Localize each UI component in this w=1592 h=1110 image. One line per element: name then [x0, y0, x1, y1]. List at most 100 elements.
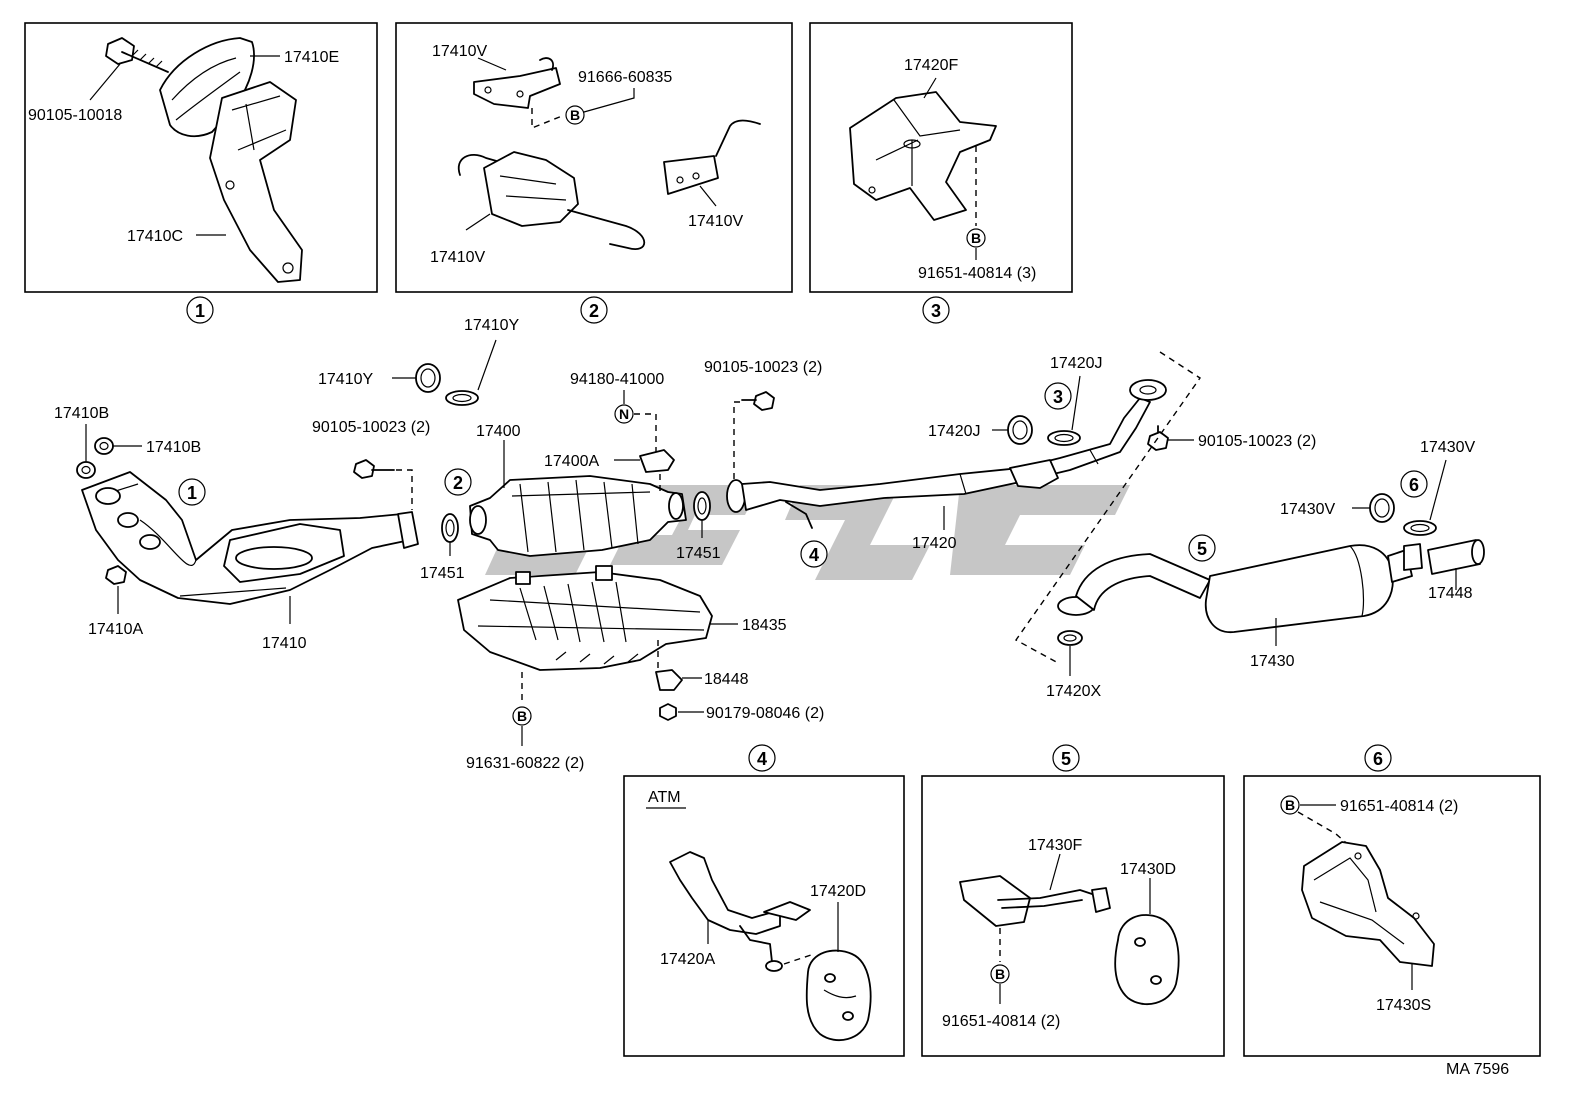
- label-17420J-b: 17420J: [1050, 355, 1103, 372]
- circle-b-box3: B: [966, 228, 986, 248]
- label-17410C: 17410C: [127, 228, 183, 245]
- heat-insulator-17430S: [1301, 841, 1435, 967]
- label-17410V-right: 17410V: [688, 213, 743, 230]
- gasket-17410B-b: [94, 437, 114, 455]
- figure-code: MA 7596: [1446, 1061, 1509, 1078]
- label-17410: 17410: [262, 635, 307, 652]
- gasket-17430V-b: [1403, 520, 1437, 536]
- label-17430V-a: 17430V: [1280, 501, 1335, 518]
- ref-circle-3: 3: [922, 296, 950, 324]
- gasket-17410Y-b: [445, 390, 479, 406]
- gasket-17451-a: [441, 513, 459, 543]
- center-pipe-17420: [726, 379, 1167, 529]
- label-17420: 17420: [912, 535, 957, 552]
- label-17420F: 17420F: [904, 57, 958, 74]
- label-91651-40814-box5: 91651-40814 (2): [942, 1013, 1060, 1030]
- detail-box-2: 17410V B 91666-60835 17410V 17410V: [395, 22, 793, 293]
- svg-text:2: 2: [589, 301, 599, 321]
- bolt-90105-10023-a: [353, 459, 395, 479]
- label-17430: 17430: [1250, 653, 1295, 670]
- label-17430V-b: 17430V: [1420, 439, 1475, 456]
- hanger-17410V-bottom: [457, 151, 646, 250]
- label-17400A: 17400A: [544, 453, 599, 470]
- ref-circle-1-main: 1: [178, 478, 206, 506]
- tail-pipe-muffler-17430: [1057, 543, 1423, 633]
- ref-circle-6-main: 6: [1400, 470, 1428, 498]
- label-17410Y-a: 17410Y: [318, 371, 373, 388]
- rubber-mount-17430D: [1114, 914, 1180, 1006]
- label-18435: 18435: [742, 617, 787, 634]
- label-17420X: 17420X: [1046, 683, 1101, 700]
- heat-insulator-18435: [457, 565, 713, 671]
- clamp-18448: [655, 669, 683, 691]
- ref-circle-4: 4: [748, 744, 776, 772]
- gasket-17420X: [1057, 630, 1083, 646]
- label-17410B-b: 17410B: [146, 439, 201, 456]
- svg-text:1: 1: [187, 483, 197, 503]
- label-91651-40814-3: 91651-40814 (3): [918, 265, 1036, 282]
- svg-text:6: 6: [1409, 475, 1419, 495]
- svg-text:3: 3: [1053, 387, 1063, 407]
- bracket-17410C: [209, 81, 303, 283]
- label-17410V-bottom: 17410V: [430, 249, 485, 266]
- rubber-mount-17420D: [805, 949, 872, 1042]
- label-17410A: 17410A: [88, 621, 143, 638]
- label-91651-40814-box6: 91651-40814 (2): [1340, 798, 1458, 815]
- label-atm: ATM: [648, 789, 681, 806]
- label-91631-60822: 91631-60822 (2): [466, 755, 584, 772]
- svg-text:4: 4: [757, 749, 767, 769]
- label-18448: 18448: [704, 671, 749, 688]
- hanger-17430F: [959, 875, 1111, 927]
- circle-b-box5: B: [990, 964, 1010, 984]
- label-17451-b: 17451: [676, 545, 721, 562]
- svg-text:1: 1: [195, 301, 205, 321]
- gasket-17451-b: [693, 491, 711, 521]
- label-17430F: 17430F: [1028, 837, 1082, 854]
- tail-pipe-17448: [1427, 539, 1485, 575]
- nut-90179-08046: [659, 703, 677, 721]
- detail-box-5: B 91651-40814 (2) 17430F 17430D: [921, 775, 1225, 1057]
- svg-text:3: 3: [931, 301, 941, 321]
- label-17410B-a: 17410B: [54, 405, 109, 422]
- label-17400: 17400: [476, 423, 521, 440]
- front-pipe-17410: [81, 471, 419, 605]
- circle-b-box6: B: [1280, 795, 1300, 815]
- gasket-17430V-a: [1369, 493, 1395, 523]
- label-17410Y-b: 17410Y: [464, 317, 519, 334]
- heat-shield-clip-17400A: [639, 449, 675, 473]
- label-17420D: 17420D: [810, 883, 866, 900]
- gasket-17420J-a: [1007, 415, 1033, 445]
- detail-box-6: B 91651-40814 (2) 17430S: [1243, 775, 1541, 1057]
- bolt-90105-10018: [105, 37, 169, 73]
- circle-n: N: [614, 404, 634, 424]
- label-17430S: 17430S: [1376, 997, 1431, 1014]
- bolt-90105-10023-b: [741, 391, 775, 411]
- bracket-cover-17410E: [159, 37, 255, 138]
- gasket-17410Y-a: [415, 363, 441, 393]
- label-17420J-a: 17420J: [928, 423, 981, 440]
- detail-box-4: ATM 17420A 17420D: [623, 775, 905, 1057]
- label-17410E: 17410E: [284, 49, 339, 66]
- svg-text:B: B: [995, 966, 1005, 982]
- svg-text:N: N: [619, 406, 629, 422]
- svg-text:B: B: [971, 230, 981, 246]
- bracket-17420F: [849, 91, 997, 221]
- ref-circle-5: 5: [1052, 744, 1080, 772]
- gasket-17410B-a: [76, 461, 96, 479]
- svg-text:2: 2: [453, 473, 463, 493]
- catalytic-converter-17400: [469, 475, 687, 557]
- svg-text:B: B: [517, 708, 527, 724]
- svg-text:B: B: [1285, 797, 1295, 813]
- svg-text:4: 4: [809, 545, 819, 565]
- nut-17410A: [105, 565, 127, 585]
- hanger-17410V-right: [663, 119, 761, 195]
- label-90105-10023-b: 90105-10023 (2): [704, 359, 822, 376]
- hanger-17420A: [669, 851, 811, 972]
- bolt-90105-10023-c: [1147, 425, 1169, 451]
- ref-circle-4-main: 4: [800, 540, 828, 568]
- svg-text:6: 6: [1373, 749, 1383, 769]
- label-17410V-top: 17410V: [432, 43, 487, 60]
- label-91666-60835: 91666-60835: [578, 69, 672, 86]
- label-94180-41000: 94180-41000: [570, 371, 664, 388]
